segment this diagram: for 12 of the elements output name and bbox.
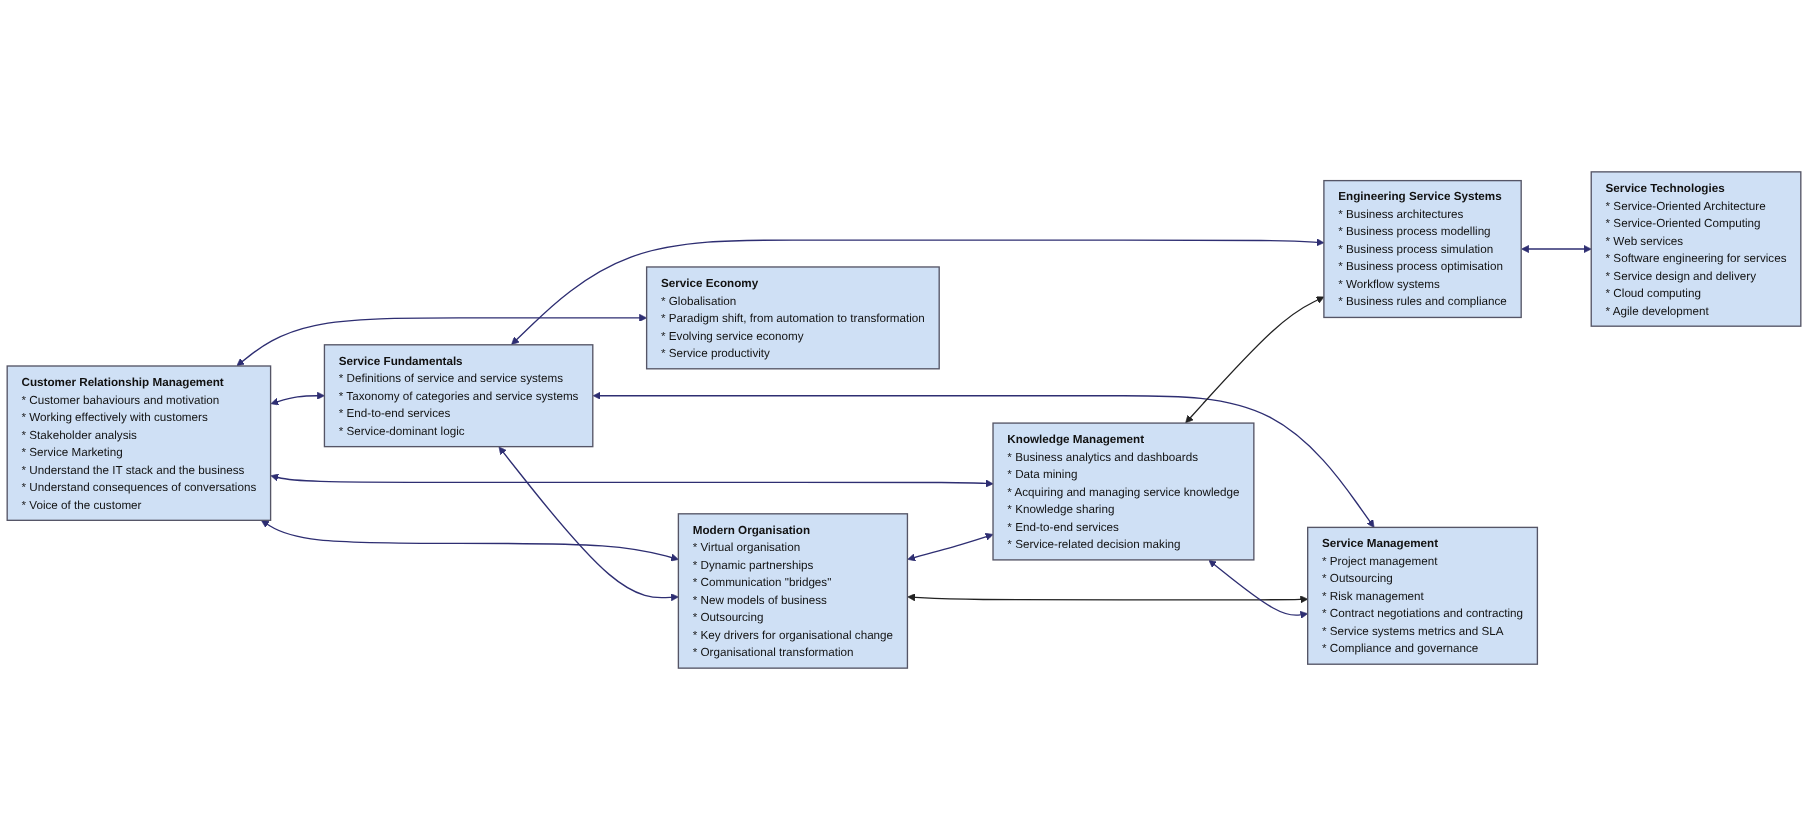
arrow — [1521, 245, 1592, 253]
arrow — [261, 520, 679, 562]
arrow — [270, 391, 325, 406]
arrow — [907, 593, 1309, 604]
arrow — [511, 238, 1325, 345]
arrow — [1208, 559, 1309, 619]
arrow — [592, 391, 1375, 528]
arrow — [498, 446, 679, 602]
arrow — [907, 532, 994, 562]
arrow — [1185, 296, 1325, 424]
arrow — [236, 313, 647, 367]
arrow — [270, 473, 994, 488]
